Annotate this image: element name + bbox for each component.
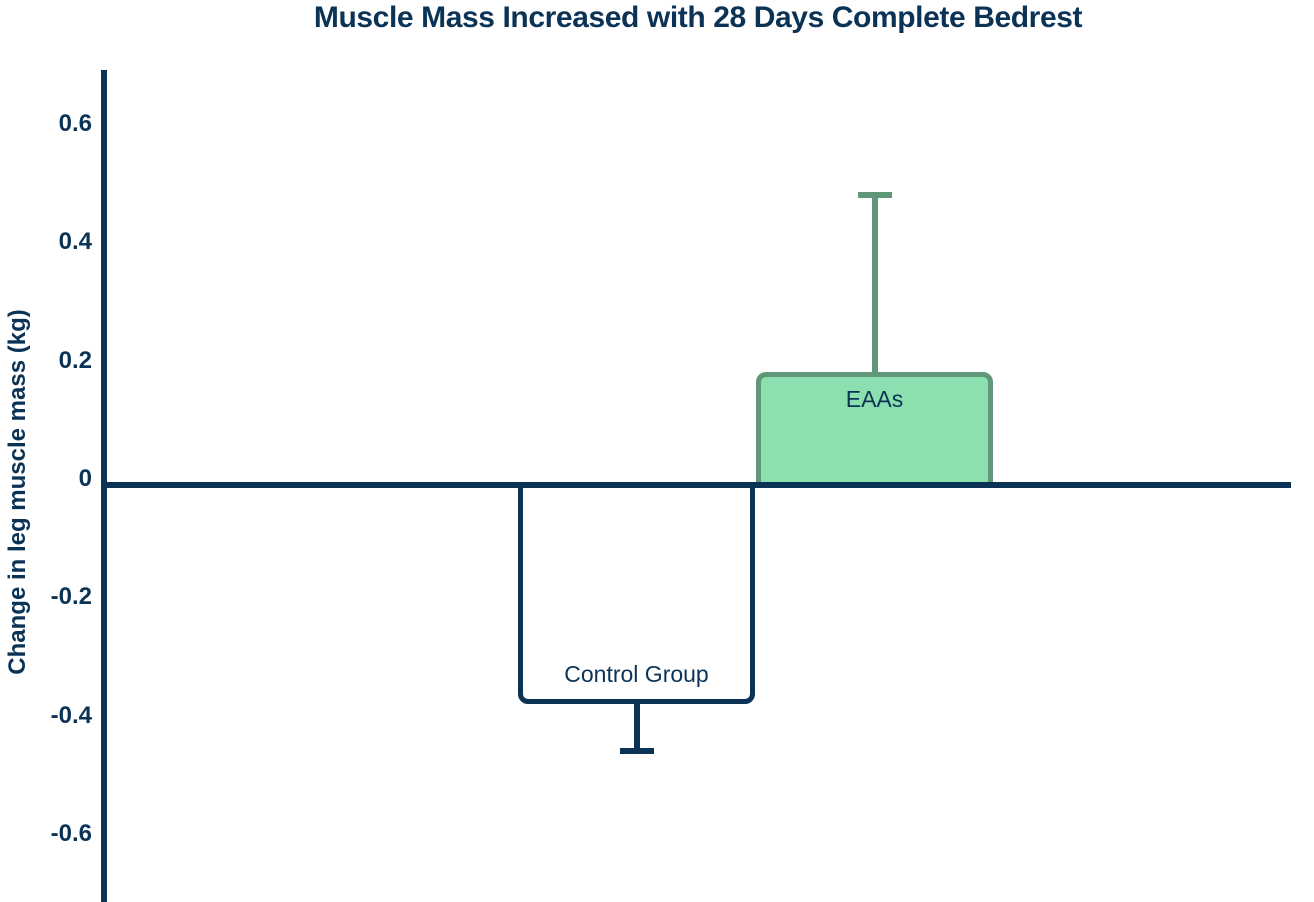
y-tick-label: -0.4 <box>50 701 92 729</box>
error-bar-line <box>633 699 640 755</box>
y-tick-label: 0.2 <box>58 346 92 374</box>
chart-title: Muscle Mass Increased with 28 Days Compl… <box>313 1 1083 34</box>
error-bar-line <box>871 194 878 379</box>
error-bar-cap <box>857 191 892 198</box>
bar-control-group <box>518 482 755 704</box>
error-bar-cap <box>619 748 654 755</box>
y-tick-label: 0 <box>78 465 92 492</box>
zero-baseline <box>101 482 1291 488</box>
y-tick-label: -0.6 <box>50 820 92 848</box>
y-tick-label: -0.2 <box>50 583 92 611</box>
bar-label: Control Group <box>564 660 709 687</box>
y-tick-label: 0.6 <box>58 109 92 137</box>
bar-label: EAAs <box>845 386 904 413</box>
y-tick-label: 0.4 <box>58 228 92 256</box>
